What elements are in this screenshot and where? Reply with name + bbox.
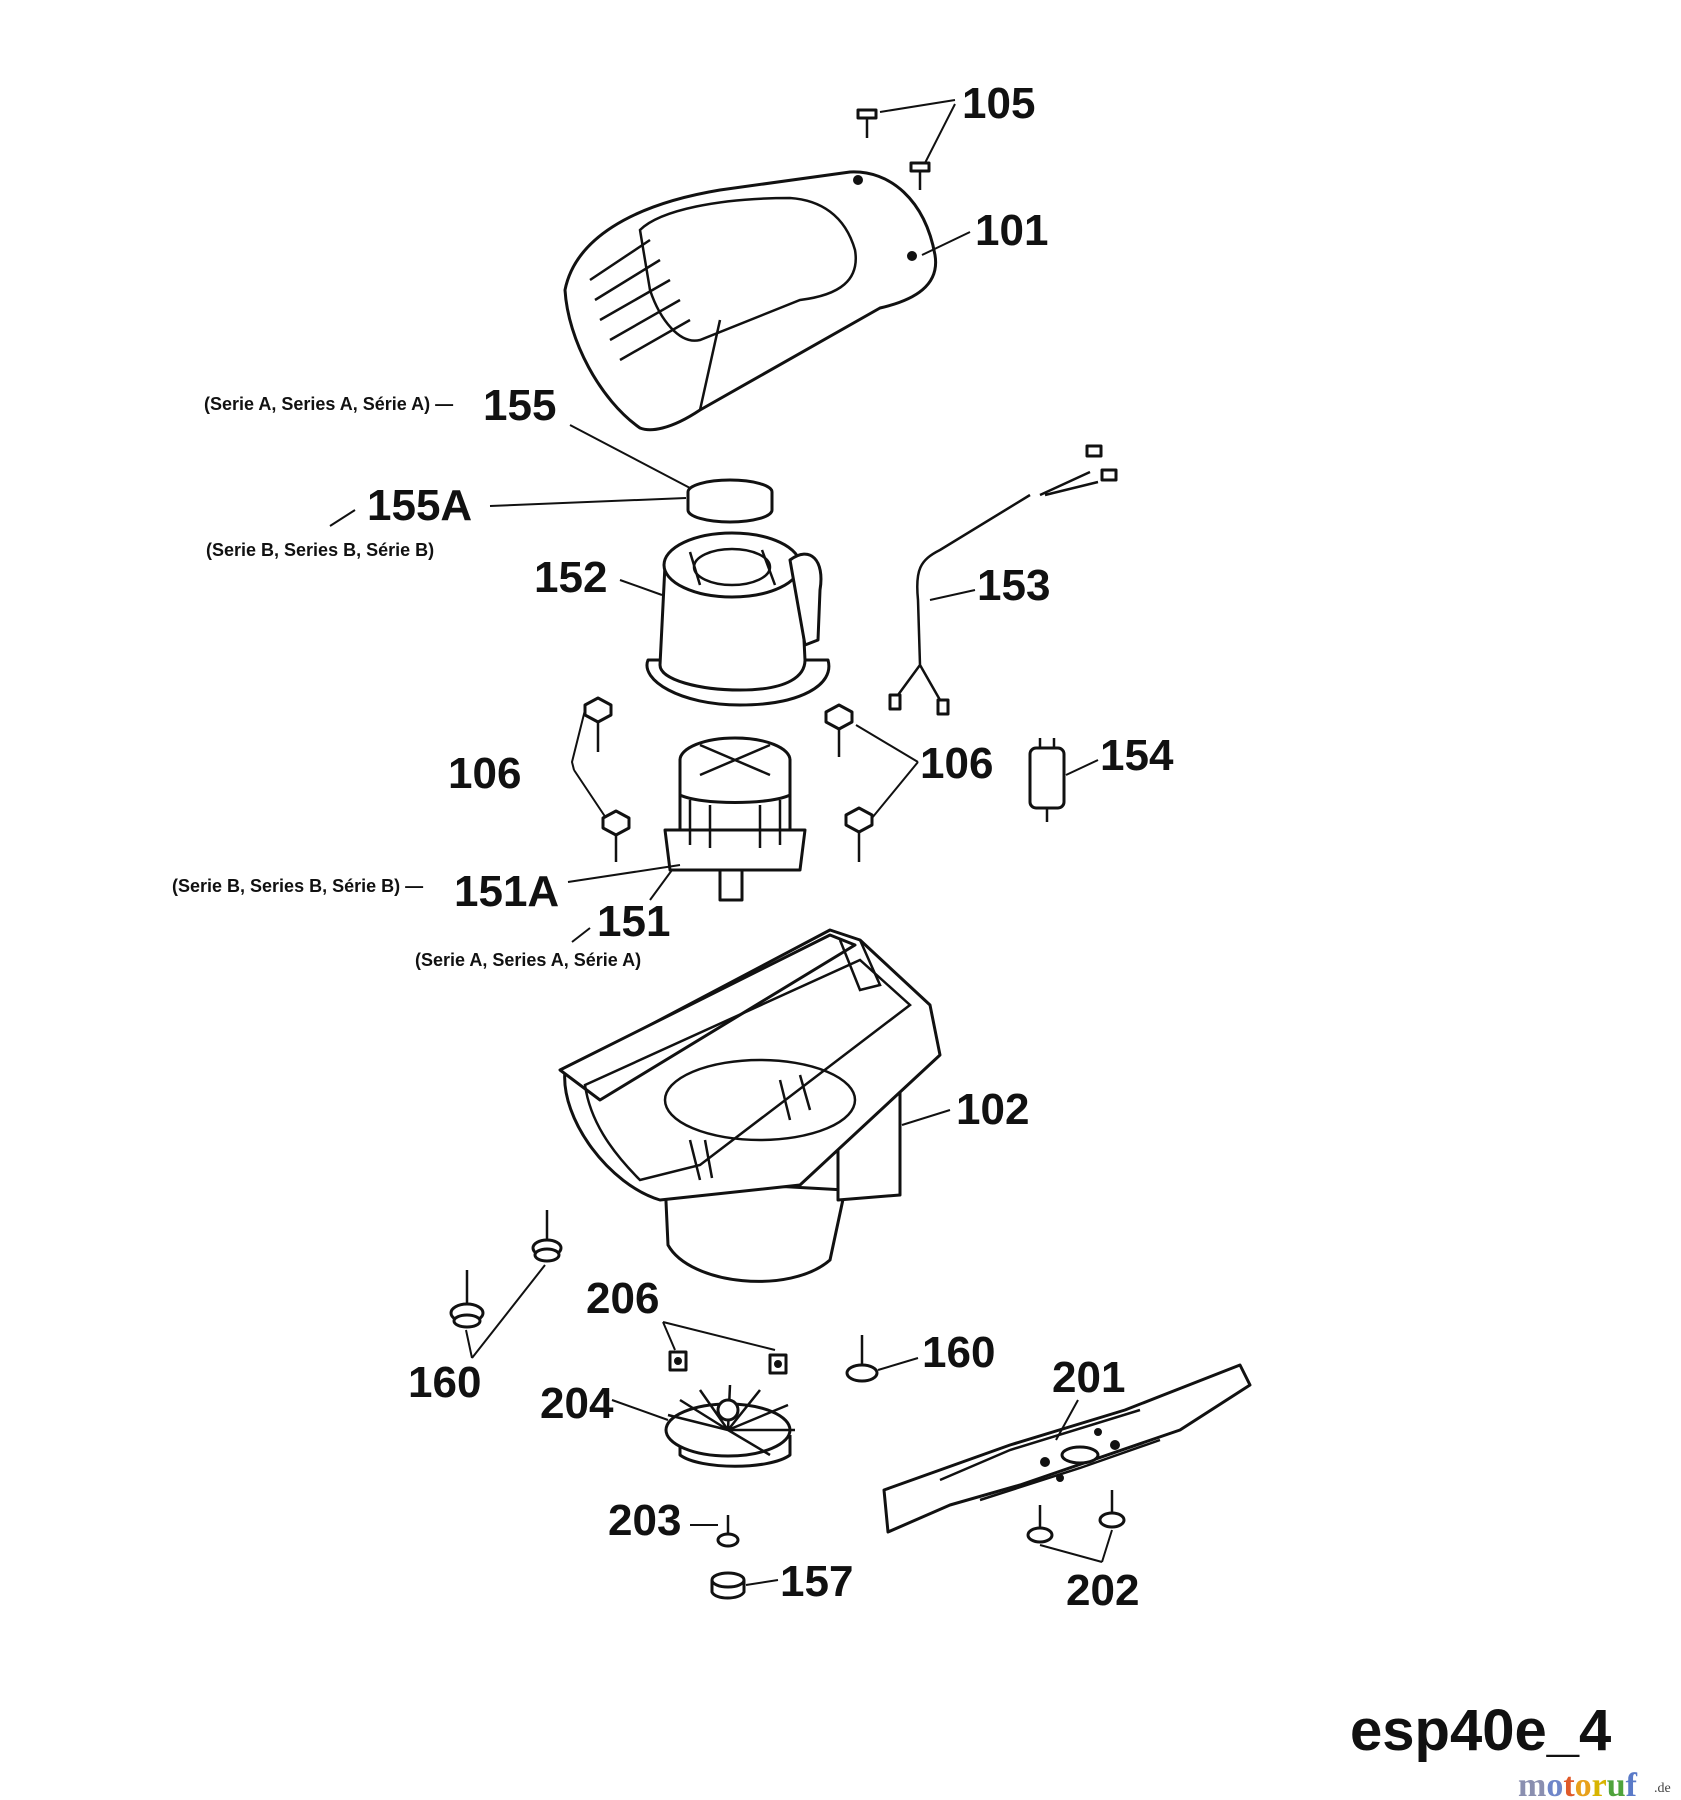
top-hood-101 [563,170,938,432]
label-202: 202 [1066,1566,1139,1615]
screw-105-a [856,108,878,138]
logo-letter: m [1518,1767,1546,1800]
label-154: 154 [1100,731,1174,780]
label-106-right: 106 [920,739,993,788]
clip-206-b [768,1353,788,1375]
motoruf-logo: motoruf .de [1518,1767,1671,1800]
screw-106-left-top [583,696,613,752]
screw-160-left-b [449,1270,485,1329]
bolt-202-a [1026,1505,1054,1544]
screw-160-right [845,1335,879,1383]
label-155: 155 [483,381,556,430]
ring-155 [686,478,774,524]
capacitor-154 [1028,738,1066,822]
note-155a-series-b: (Serie B, Series B, Série B) [206,540,434,560]
note-151a-series-b: (Serie B, Series B, Série B) — [172,876,423,896]
screw-106-left-bottom [601,809,631,862]
label-151: 151 [597,897,670,946]
label-155a: 155A [367,481,472,530]
logo-letter: o [1575,1767,1592,1800]
logo-letter: f [1626,1767,1638,1800]
label-153: 153 [977,561,1050,610]
fan-204 [664,1384,795,1468]
note-151-series-a: (Serie A, Series A, Série A) [415,950,641,970]
lower-housing-102 [558,928,942,1283]
screw-105-b [909,161,931,190]
label-105: 105 [962,79,1035,128]
svg-text:motoruf: motoruf [1518,1767,1638,1800]
label-203: 203 [608,1496,681,1545]
motor-151 [663,736,807,902]
label-157: 157 [780,1557,853,1606]
label-160-right: 160 [922,1328,995,1377]
logo-letter: t [1563,1767,1575,1800]
screw-160-left-a [531,1210,563,1263]
bolt-202-b [1098,1490,1126,1529]
logo-suffix: .de [1654,1781,1671,1796]
bolt-203 [716,1515,740,1548]
screw-106-right-top [824,703,854,757]
note-155-series-a: (Serie A, Series A, Série A) — [204,394,453,414]
label-152: 152 [534,553,607,602]
diagram-id: esp40e_4 [1350,1698,1611,1763]
label-160-left: 160 [408,1358,481,1407]
label-201: 201 [1052,1353,1125,1402]
label-102: 102 [956,1085,1029,1134]
label-206: 206 [586,1274,659,1323]
label-106-left: 106 [448,749,521,798]
clip-206-a [668,1350,688,1372]
label-204: 204 [540,1379,614,1428]
label-151a: 151A [454,867,559,916]
nut-157 [710,1571,746,1600]
logo-letter: u [1607,1767,1626,1800]
wire-harness-153 [888,444,1118,716]
motor-cover-152 [645,531,831,707]
screw-106-right-bottom [844,806,874,862]
blade-201 [882,1363,1252,1534]
label-101: 101 [975,206,1048,255]
logo-letter: r [1592,1767,1607,1800]
logo-letter: o [1546,1767,1563,1800]
